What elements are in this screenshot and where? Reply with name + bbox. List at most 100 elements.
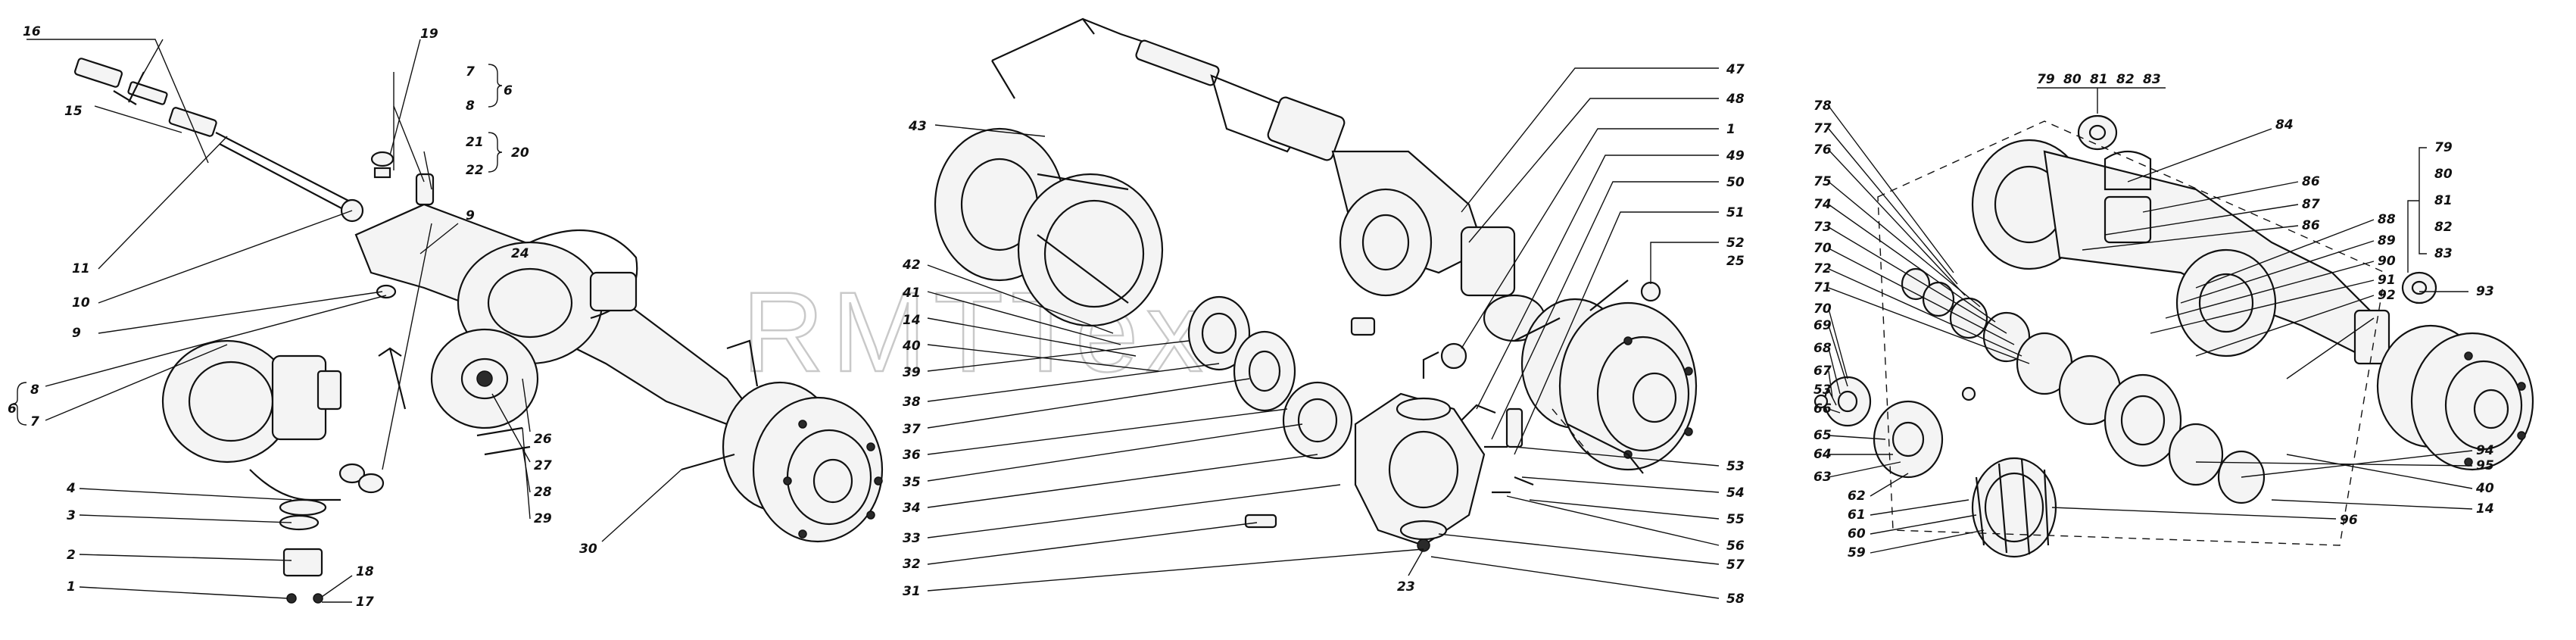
brake-drum (934, 127, 1164, 327)
part-label: 30 (579, 542, 597, 557)
part-label: 49 (1726, 148, 1745, 164)
middle-axle-assembly: 43 42 41 14 40 39 38 37 36 35 34 33 32 3… (902, 17, 1745, 607)
part-label: 21 (466, 135, 484, 150)
wheel-hub-right (681, 381, 884, 543)
middle-part-labels: 43 42 41 14 40 39 38 37 36 35 34 33 32 3… (902, 62, 1745, 607)
part-label: 14 (903, 313, 921, 328)
part-label: 70 (1813, 241, 1832, 256)
brace-6-left (12, 382, 27, 426)
part-label: 79 (2037, 72, 2055, 87)
right-part-labels: 78 77 76 75 74 73 70 72 71 70 69 68 67 5… (1813, 98, 2494, 560)
part-label: 81 (2434, 193, 2453, 208)
part-label: 87 (2302, 197, 2320, 212)
part-label: 25 (1726, 254, 1745, 269)
part-label: 8 (466, 98, 475, 114)
part-label: 7 (466, 64, 475, 80)
part-label: 65 (1813, 428, 1832, 443)
gear-stack (1901, 267, 2266, 504)
hub-assembly (1514, 279, 1698, 471)
middle-small-parts (1244, 317, 1644, 529)
part-label: 34 (903, 501, 921, 516)
part-label: 95 (2476, 458, 2494, 473)
part-label: 50 (1726, 175, 1745, 190)
part-label: 71 (1813, 280, 1832, 295)
part-label: 86 (2302, 218, 2320, 233)
part-label: 86 (2302, 174, 2320, 189)
part-label: 75 (1813, 174, 1832, 189)
part-label: 73 (1813, 220, 1832, 235)
part-label: 74 (1813, 197, 1832, 212)
part-label: 62 (1848, 489, 1866, 504)
part-label: 4 (66, 481, 76, 496)
part-label: 78 (1813, 98, 1832, 114)
part-label: 64 (1813, 447, 1832, 462)
part-label: 26 (534, 432, 552, 447)
part-label: 36 (903, 448, 921, 463)
part-label: 63 (1813, 470, 1832, 485)
small-fasteners (338, 151, 531, 494)
part-label: 2 (67, 548, 76, 563)
part-label: 90 (2378, 254, 2396, 269)
part-label: 28 (534, 485, 552, 500)
left-axle-assembly: 16 15 19 7 6 8 21 20 22 9 24 11 10 9 8 7… (8, 24, 884, 610)
part-label: 7 (30, 414, 39, 429)
part-label: 93 (2476, 284, 2494, 299)
brace-20 (488, 132, 503, 173)
steering-knuckle-left (161, 339, 342, 604)
part-label: 56 (1726, 539, 1745, 554)
part-label: 22 (466, 163, 484, 178)
part-label: 53 (1813, 382, 1832, 398)
part-label: 37 (903, 422, 921, 437)
part-label: 16 (23, 24, 41, 39)
part-label: 96 (2340, 513, 2358, 528)
part-label: 20 (511, 145, 529, 161)
part-label: 43 (908, 119, 927, 134)
part-label: 42 (902, 258, 921, 273)
part-label: 29 (534, 511, 552, 526)
part-label: 6 (504, 83, 513, 98)
part-label: 54 (1726, 485, 1745, 501)
axle-housing (354, 203, 759, 429)
part-label: 15 (64, 104, 83, 119)
part-label: 84 (2275, 117, 2294, 133)
part-label: 82 (2116, 72, 2135, 87)
part-label: 69 (1813, 318, 1832, 333)
part-label: 82 (2434, 220, 2453, 235)
part-label: 38 (903, 395, 921, 410)
part-label: 77 (1813, 121, 1832, 136)
part-label: 81 (2090, 72, 2108, 87)
part-label: 58 (1726, 592, 1745, 607)
part-label: 53 (1726, 459, 1745, 474)
part-label: 70 (1813, 301, 1832, 317)
direction-arrow (991, 17, 1144, 61)
part-label: 19 (420, 27, 438, 42)
part-label: 35 (903, 475, 921, 490)
part-label: 48 (1726, 92, 1745, 107)
right-axle-assembly: 79 80 81 82 83 (1813, 72, 2534, 560)
part-label: 52 (1726, 236, 1745, 251)
part-label: 55 (1726, 512, 1745, 527)
part-label: 51 (1726, 205, 1745, 220)
assembly-outline (1877, 120, 2386, 546)
part-label: 88 (2378, 212, 2396, 227)
part-label: 23 (1397, 579, 1415, 595)
part-label: 68 (1813, 341, 1832, 356)
part-label: 9 (72, 326, 81, 341)
part-label: 92 (2378, 288, 2396, 303)
part-label: 83 (2434, 246, 2453, 261)
part-label: 80 (2063, 72, 2082, 87)
part-label: 18 (356, 564, 374, 579)
part-label: 31 (903, 584, 921, 599)
part-label: 9 (466, 208, 475, 223)
side-label-stack: 79 80 81 82 83 (2407, 140, 2453, 273)
part-label: 40 (2475, 481, 2494, 496)
part-label: 76 (1813, 142, 1832, 158)
part-label: 1 (1726, 122, 1736, 137)
drive-shaft (1135, 39, 1546, 342)
part-label: 27 (534, 458, 552, 473)
part-label: 83 (2143, 72, 2161, 87)
part-label: 57 (1726, 557, 1745, 573)
reduction-housing (1971, 139, 2390, 365)
part-label: 10 (72, 295, 90, 311)
